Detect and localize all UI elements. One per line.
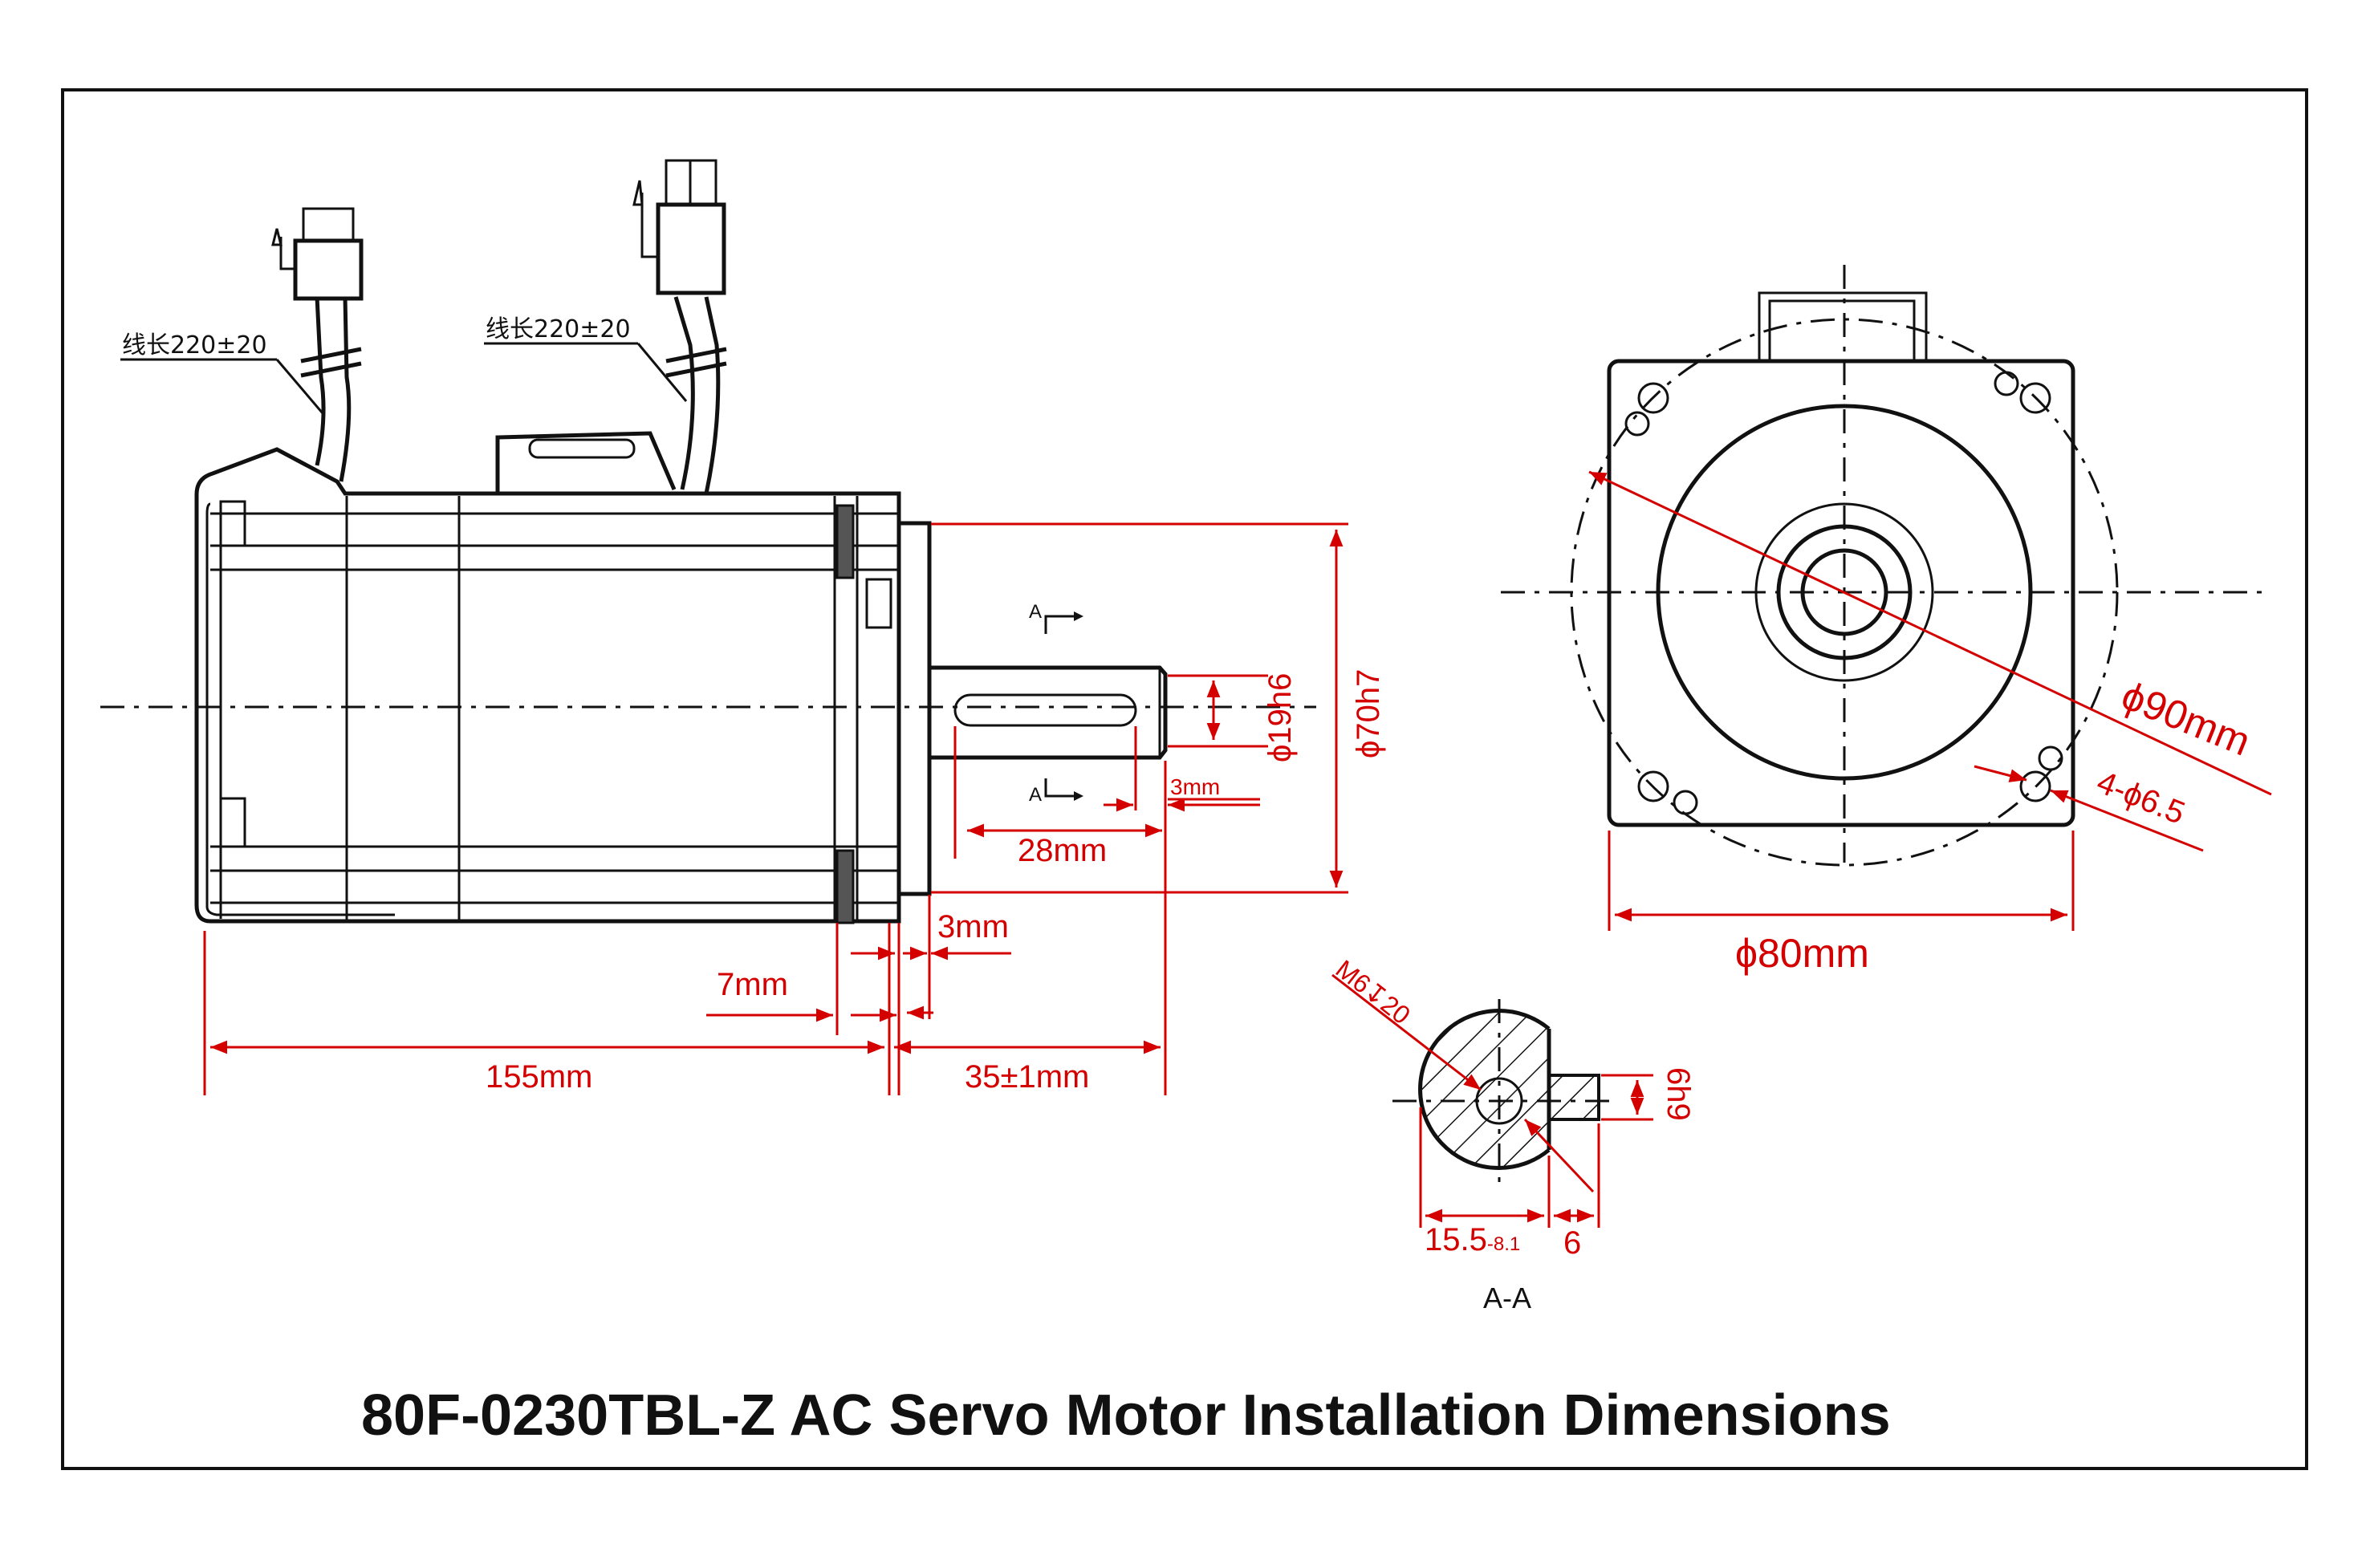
shaft-section [1420,1010,1549,1168]
dim-line-key-depth-leader [1523,1118,1595,1193]
section-label: A-A [1483,1282,1531,1314]
page-title: 80F-0230TBL-Z AC Servo Motor Installatio… [361,1383,1891,1448]
section-arrowhead [1074,611,1083,621]
dim-bolt-circle: ϕ90mm [2116,672,2257,764]
dim-shaft-length: 35±1mm [965,1059,1089,1095]
end-screw [219,500,246,547]
mount-hole [1624,382,1669,437]
cable-note-1: 线长220±20 [122,331,267,360]
section-marker-bottom: A [1029,784,1042,806]
connector-2 [656,202,726,295]
cable-note-2: 线长220±20 [486,315,631,343]
dim-flange-thick: 7mm [717,967,788,1002]
cable-break [665,361,727,378]
mount-hole [2019,745,2063,802]
cable-break [300,361,362,378]
key-section [1547,1074,1600,1121]
dim-body: 155mm [486,1059,592,1095]
top-connector [1758,291,1928,361]
cable-1 [315,296,326,466]
flange-screw [835,849,855,924]
dim-key-offset: 3mm [1170,774,1220,799]
encoder-housing [495,431,677,494]
cable-note-2-leader [636,343,688,402]
connector-2-latch [632,180,658,258]
keyway [953,693,1137,727]
section-arrow-top [1044,615,1074,634]
top-connector-inner [1768,299,1916,363]
dim-line-mount-holes [1974,765,2027,782]
dim-shaft: ϕ19h6 [1262,673,1298,762]
connector-1-latch [271,228,295,270]
dim-flange-pilot: ϕ70h7 [1351,669,1386,758]
flange [896,521,932,896]
motor-body [194,447,901,924]
cable-2 [704,296,721,494]
dim-pilot-depth: 3mm [937,909,1009,944]
front-view: ϕ90mm 4-ϕ6.5 ϕ80mm [1501,265,2272,976]
dim-key-width: 6 [1563,1225,1581,1261]
dim-key-height: 6h9 [1661,1067,1696,1121]
dim-flange-square: ϕ80mm [1735,931,1869,976]
cable-break [665,347,727,364]
connector-1 [293,238,364,301]
connector-1-pins [302,207,355,242]
section-view: M6↧20 6h9 15.5-8.1 6 A-A [1331,954,1696,1314]
dim-tapped-hole: M6↧20 [1331,954,1416,1030]
section-arrowhead [1074,791,1083,801]
cable-note-1-leader [275,359,324,414]
side-view: 线长220±20 线长220±20 A A ϕ70h7 ϕ19h6 3mm [100,159,1386,1095]
cable-break [300,347,362,364]
section-marker-top: A [1029,601,1042,623]
housing-detail [528,438,636,459]
dim-key-depth: 15.5-8.1 [1425,1222,1520,1257]
dim-line-mount-holes [2050,789,2204,852]
end-cap [205,502,395,916]
dim-key-length: 28mm [1018,833,1107,868]
shaft [929,665,1168,760]
cable-2 [673,296,695,490]
flange-screw [835,504,855,579]
dim-line-tapped-hole [1331,973,1482,1091]
flange-slot [865,578,892,629]
cable-1 [339,296,352,482]
mount-hole [1637,770,1698,815]
drawing-border [61,88,2308,1470]
mount-hole [1994,371,2051,414]
section-arrow-bottom [1044,778,1074,798]
dim-mount-holes: 4-ϕ6.5 [2092,765,2190,831]
dim-line-bolt-circle [1588,470,2272,796]
end-screw [219,797,246,848]
